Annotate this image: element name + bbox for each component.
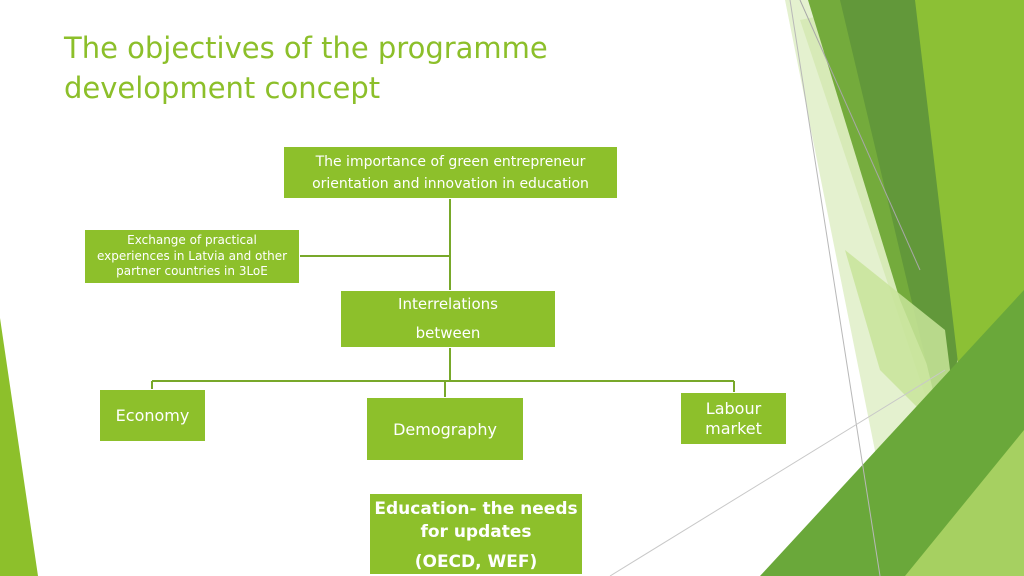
labour-line-1: Labour — [705, 399, 762, 418]
exchange-line-3: partner countries in 3LoE — [116, 264, 268, 279]
exchange-experiences-box: Exchange of practical experiences in Lat… — [84, 229, 300, 284]
interrelations-line-2: between — [415, 324, 481, 342]
slide-title: The objectives of the programme developm… — [64, 28, 764, 108]
exchange-line-1: Exchange of practical — [127, 233, 257, 248]
education-needs-box: Education- the needs for updates (OECD, … — [369, 493, 583, 575]
education-line-2: for updates — [420, 522, 532, 542]
right-deco-thin-line-2 — [609, 369, 946, 576]
slide-title-line-1: The objectives of the programme — [64, 31, 548, 65]
right-deco-thin-line-1 — [789, 0, 881, 576]
exchange-line-2: experiences in Latvia and other — [96, 248, 288, 263]
slide-title-line-2: development concept — [64, 71, 381, 105]
interrelations-box: Interrelations between — [340, 290, 556, 348]
green-entrepreneur-box: The importance of green entrepreneur ori… — [283, 146, 618, 199]
economy-box: Economy — [99, 389, 206, 442]
education-line-1: Education- the needs — [374, 499, 578, 519]
demography-box: Demography — [366, 397, 524, 461]
right-deco-shape-lower-light — [905, 430, 1024, 576]
green-entrepreneur-line-1: The importance of green entrepreneur — [315, 153, 586, 170]
right-deco-shape-lower — [760, 290, 1024, 576]
right-deco-thin-line-3 — [799, 0, 921, 271]
connector-lines — [151, 199, 735, 397]
green-entrepreneur-line-2: orientation and innovation in education — [312, 175, 589, 192]
education-line-3: (OECD, WEF) — [414, 552, 538, 572]
demography-label: Demography — [393, 419, 497, 439]
labour-market-box: Labour market — [680, 392, 787, 445]
left-edge-stripe — [0, 318, 38, 576]
labour-line-2: market — [705, 419, 762, 438]
interrelations-line-1: Interrelations — [398, 295, 498, 313]
economy-label: Economy — [115, 406, 190, 425]
